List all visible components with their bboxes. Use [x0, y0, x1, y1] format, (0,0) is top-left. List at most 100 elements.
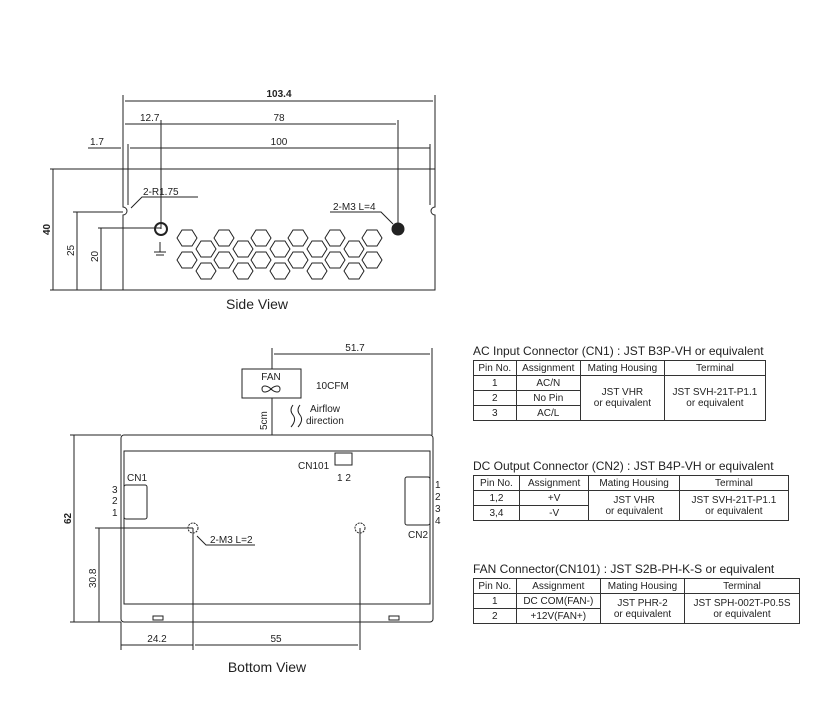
th: Assignment — [515, 578, 602, 594]
cn1-connector — [123, 484, 148, 520]
cn101-label: CN101 — [298, 461, 330, 472]
th: Terminal — [683, 578, 801, 594]
vent-hexagon — [176, 251, 198, 269]
airflow-direction-label: direction — [306, 416, 344, 427]
dim-hole-height: 20 — [90, 250, 101, 262]
th: Assignment — [518, 475, 590, 491]
dim-notch-height: 25 — [66, 244, 77, 256]
cell: No Pin — [515, 390, 581, 406]
cell: 2 — [473, 390, 517, 406]
vent-hexagon — [232, 262, 254, 280]
dim-inner: 100 — [271, 137, 288, 148]
vent-hexagon — [324, 251, 346, 269]
cell: 1,2 — [473, 490, 520, 506]
th: Terminal — [678, 475, 790, 491]
terminal-line: JST SVH-21T-P1.1 — [672, 387, 758, 398]
table-title-fan: FAN Connector(CN101) : JST S2B-PH-K-S or… — [473, 562, 775, 576]
vent-hexagon — [232, 240, 254, 258]
airflow-label: Airflow — [310, 404, 341, 415]
terminal-line: or equivalent — [686, 398, 744, 409]
bottom-view: FAN 10CFM 51.7 5cm Airflow direction CN1… — [63, 343, 441, 675]
cell: DC COM(FAN-) — [515, 593, 602, 609]
ground-icon — [154, 242, 166, 256]
vent-hexagon — [343, 262, 365, 280]
th: Pin No. — [473, 578, 517, 594]
dim-overall: 103.4 — [266, 89, 291, 100]
vent-hexagon — [176, 229, 198, 247]
dim-hole-offset: 12.7 — [140, 113, 160, 124]
table-row: 3,4-V — [473, 505, 789, 521]
cn2-pin: 1 — [435, 480, 441, 491]
cn2-connector — [404, 476, 431, 526]
housing-line: or equivalent — [613, 608, 672, 620]
th: Mating Housing — [588, 475, 680, 491]
fan-icon — [261, 385, 281, 393]
dim-hole-x: 24.2 — [147, 634, 167, 645]
cn2-pin: 3 — [435, 504, 441, 515]
cn1-label: CN1 — [127, 473, 147, 484]
vent-hexagon — [195, 262, 217, 280]
housing-line: JST PHR-2 — [617, 597, 668, 609]
cn2-pin: 4 — [435, 516, 441, 527]
dim-bottom-hole-height: 30.8 — [88, 568, 99, 588]
cell: 1 — [473, 375, 517, 391]
th: Mating Housing — [579, 360, 665, 376]
vent-hexagon — [287, 251, 309, 269]
vent-hexagon — [361, 251, 383, 269]
vent-hexagon — [250, 229, 272, 247]
table-title-ac-input: AC Input Connector (CN1) : JST B3P-VH or… — [473, 344, 764, 358]
th: Pin No. — [473, 360, 517, 376]
cell: +V — [518, 490, 590, 506]
vent-hexagon — [213, 251, 235, 269]
terminal-line: JST SVH-21T-P1.1 — [691, 494, 777, 506]
dim-holes: 78 — [273, 113, 285, 124]
terminal-line: or equivalent — [713, 608, 771, 620]
cn1-pin: 2 — [112, 496, 118, 507]
dim-hole-pitch: 55 — [270, 634, 282, 645]
cell: AC/L — [515, 405, 581, 421]
side-view-outline — [122, 168, 436, 291]
note-radius: 2-R1.75 — [143, 187, 179, 198]
cn1-pin: 3 — [112, 485, 118, 496]
airflow-arrows-icon — [290, 404, 303, 428]
vent-hexagon — [269, 262, 291, 280]
cn101-connector — [334, 452, 353, 466]
table-title-dc-output: DC Output Connector (CN2) : JST B4P-VH o… — [473, 459, 774, 473]
dim-offset-left: 1.7 — [90, 137, 104, 148]
housing-line: JST VHR — [601, 387, 644, 398]
fan-label: FAN — [261, 372, 280, 383]
th: Assignment — [515, 360, 581, 376]
terminal-line: JST SPH-002T-P0.5S — [693, 597, 791, 609]
cn2-pin: 2 — [435, 492, 441, 503]
cell: +12V(FAN+) — [515, 608, 602, 624]
cell: -V — [518, 505, 590, 521]
screw-hole-icon — [154, 222, 168, 236]
dim-bottom-height: 62 — [63, 512, 74, 524]
note-screw-bottom: 2-M3 L=2 — [210, 535, 253, 546]
vent-holes — [176, 229, 383, 280]
housing-line: or equivalent — [605, 505, 663, 517]
dim-height: 40 — [42, 223, 53, 235]
fan-cfm: 10CFM — [316, 381, 349, 392]
vent-hexagon — [324, 229, 346, 247]
cell: 3,4 — [473, 505, 520, 521]
cell: 3 — [473, 405, 517, 421]
vent-hexagon — [269, 240, 291, 258]
vent-hexagon — [287, 229, 309, 247]
th: Pin No. — [473, 475, 520, 491]
vent-hexagon — [361, 229, 383, 247]
